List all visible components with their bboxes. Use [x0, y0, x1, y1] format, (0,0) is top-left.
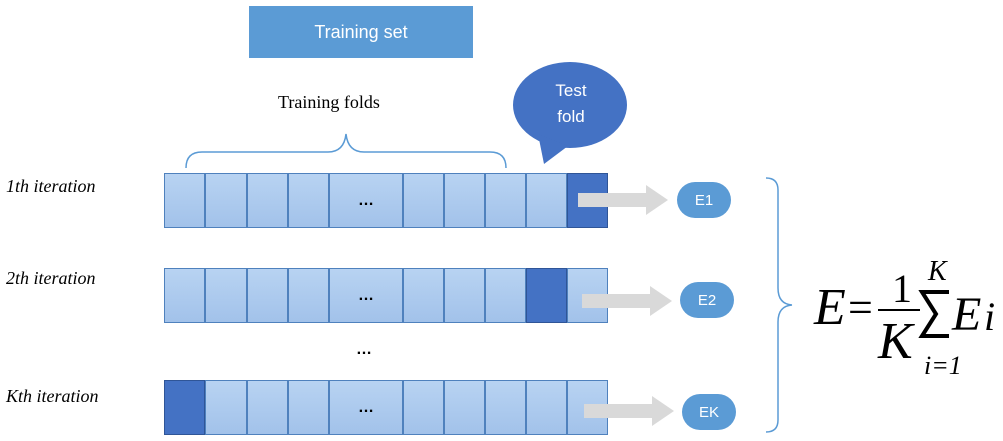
training-fold-cell — [444, 268, 485, 323]
training-fold-cell — [403, 268, 444, 323]
training-fold-cell — [526, 173, 567, 228]
training-fold-cell — [485, 380, 526, 435]
training-fold-cell — [247, 380, 288, 435]
training-fold-cell — [485, 268, 526, 323]
training-fold-cell — [205, 173, 247, 228]
training-fold-cell — [205, 268, 247, 323]
average-error-formula: E = 1 K K i=1 E i — [813, 256, 995, 380]
formula-term-sub: i — [984, 294, 995, 339]
training-fold-cell: … — [329, 173, 403, 228]
training-fold-cell — [485, 173, 526, 228]
training-fold-cell — [444, 173, 485, 228]
iteration-k-folds: … — [164, 380, 608, 435]
arrow-1-icon — [578, 185, 668, 215]
test-fold-cell — [526, 268, 567, 323]
training-fold-cell — [205, 380, 247, 435]
training-fold-cell — [288, 268, 329, 323]
formula-sum-upper: K — [927, 256, 948, 287]
training-set-label: Training set — [314, 21, 408, 42]
formula-term-base: E — [951, 288, 981, 341]
arrow-k-icon — [584, 396, 674, 426]
formula-numerator: 1 — [892, 266, 912, 311]
test-fold-line1: Test — [555, 81, 587, 100]
arrow-2-icon — [582, 286, 672, 316]
training-folds-label: Training folds — [278, 92, 380, 112]
training-fold-cell: … — [329, 268, 403, 323]
training-fold-cell — [444, 380, 485, 435]
vertical-ellipsis: … — [356, 341, 372, 358]
iteration-2-folds: … — [164, 268, 608, 323]
training-set-box: Training set — [249, 6, 473, 58]
result-e2-badge: E2 — [680, 282, 734, 318]
training-folds-brace — [185, 133, 507, 169]
iteration-k-label: Kth iteration — [6, 386, 99, 406]
test-fold-line2: fold — [557, 107, 585, 126]
results-bracket — [765, 177, 793, 433]
training-fold-cell — [288, 380, 329, 435]
result-ek-badge: EK — [682, 394, 736, 430]
fold-ellipsis: … — [358, 398, 374, 416]
training-fold-cell — [164, 173, 205, 228]
formula-lhs: E — [813, 279, 846, 336]
formula-sum-lower: i=1 — [924, 351, 962, 380]
training-fold-cell — [164, 268, 205, 323]
training-fold-cell — [247, 173, 288, 228]
fold-ellipsis: … — [358, 286, 374, 304]
training-fold-cell: … — [329, 380, 403, 435]
test-fold-text: Test fold — [512, 78, 630, 130]
training-fold-cell — [403, 380, 444, 435]
sigma-icon — [918, 290, 949, 338]
training-fold-cell — [247, 268, 288, 323]
result-e1-badge: E1 — [677, 182, 731, 218]
iteration-1-label: 1th iteration — [6, 176, 96, 196]
fold-ellipsis: … — [358, 191, 374, 209]
training-fold-cell — [403, 173, 444, 228]
test-fold-bubble — [513, 62, 627, 164]
test-fold-cell — [164, 380, 205, 435]
training-fold-cell — [288, 173, 329, 228]
formula-equals: = — [848, 283, 873, 332]
formula-denominator: K — [877, 313, 915, 370]
iteration-2-label: 2th iteration — [6, 268, 96, 288]
training-fold-cell — [526, 380, 567, 435]
iteration-1-folds: … — [164, 173, 608, 228]
